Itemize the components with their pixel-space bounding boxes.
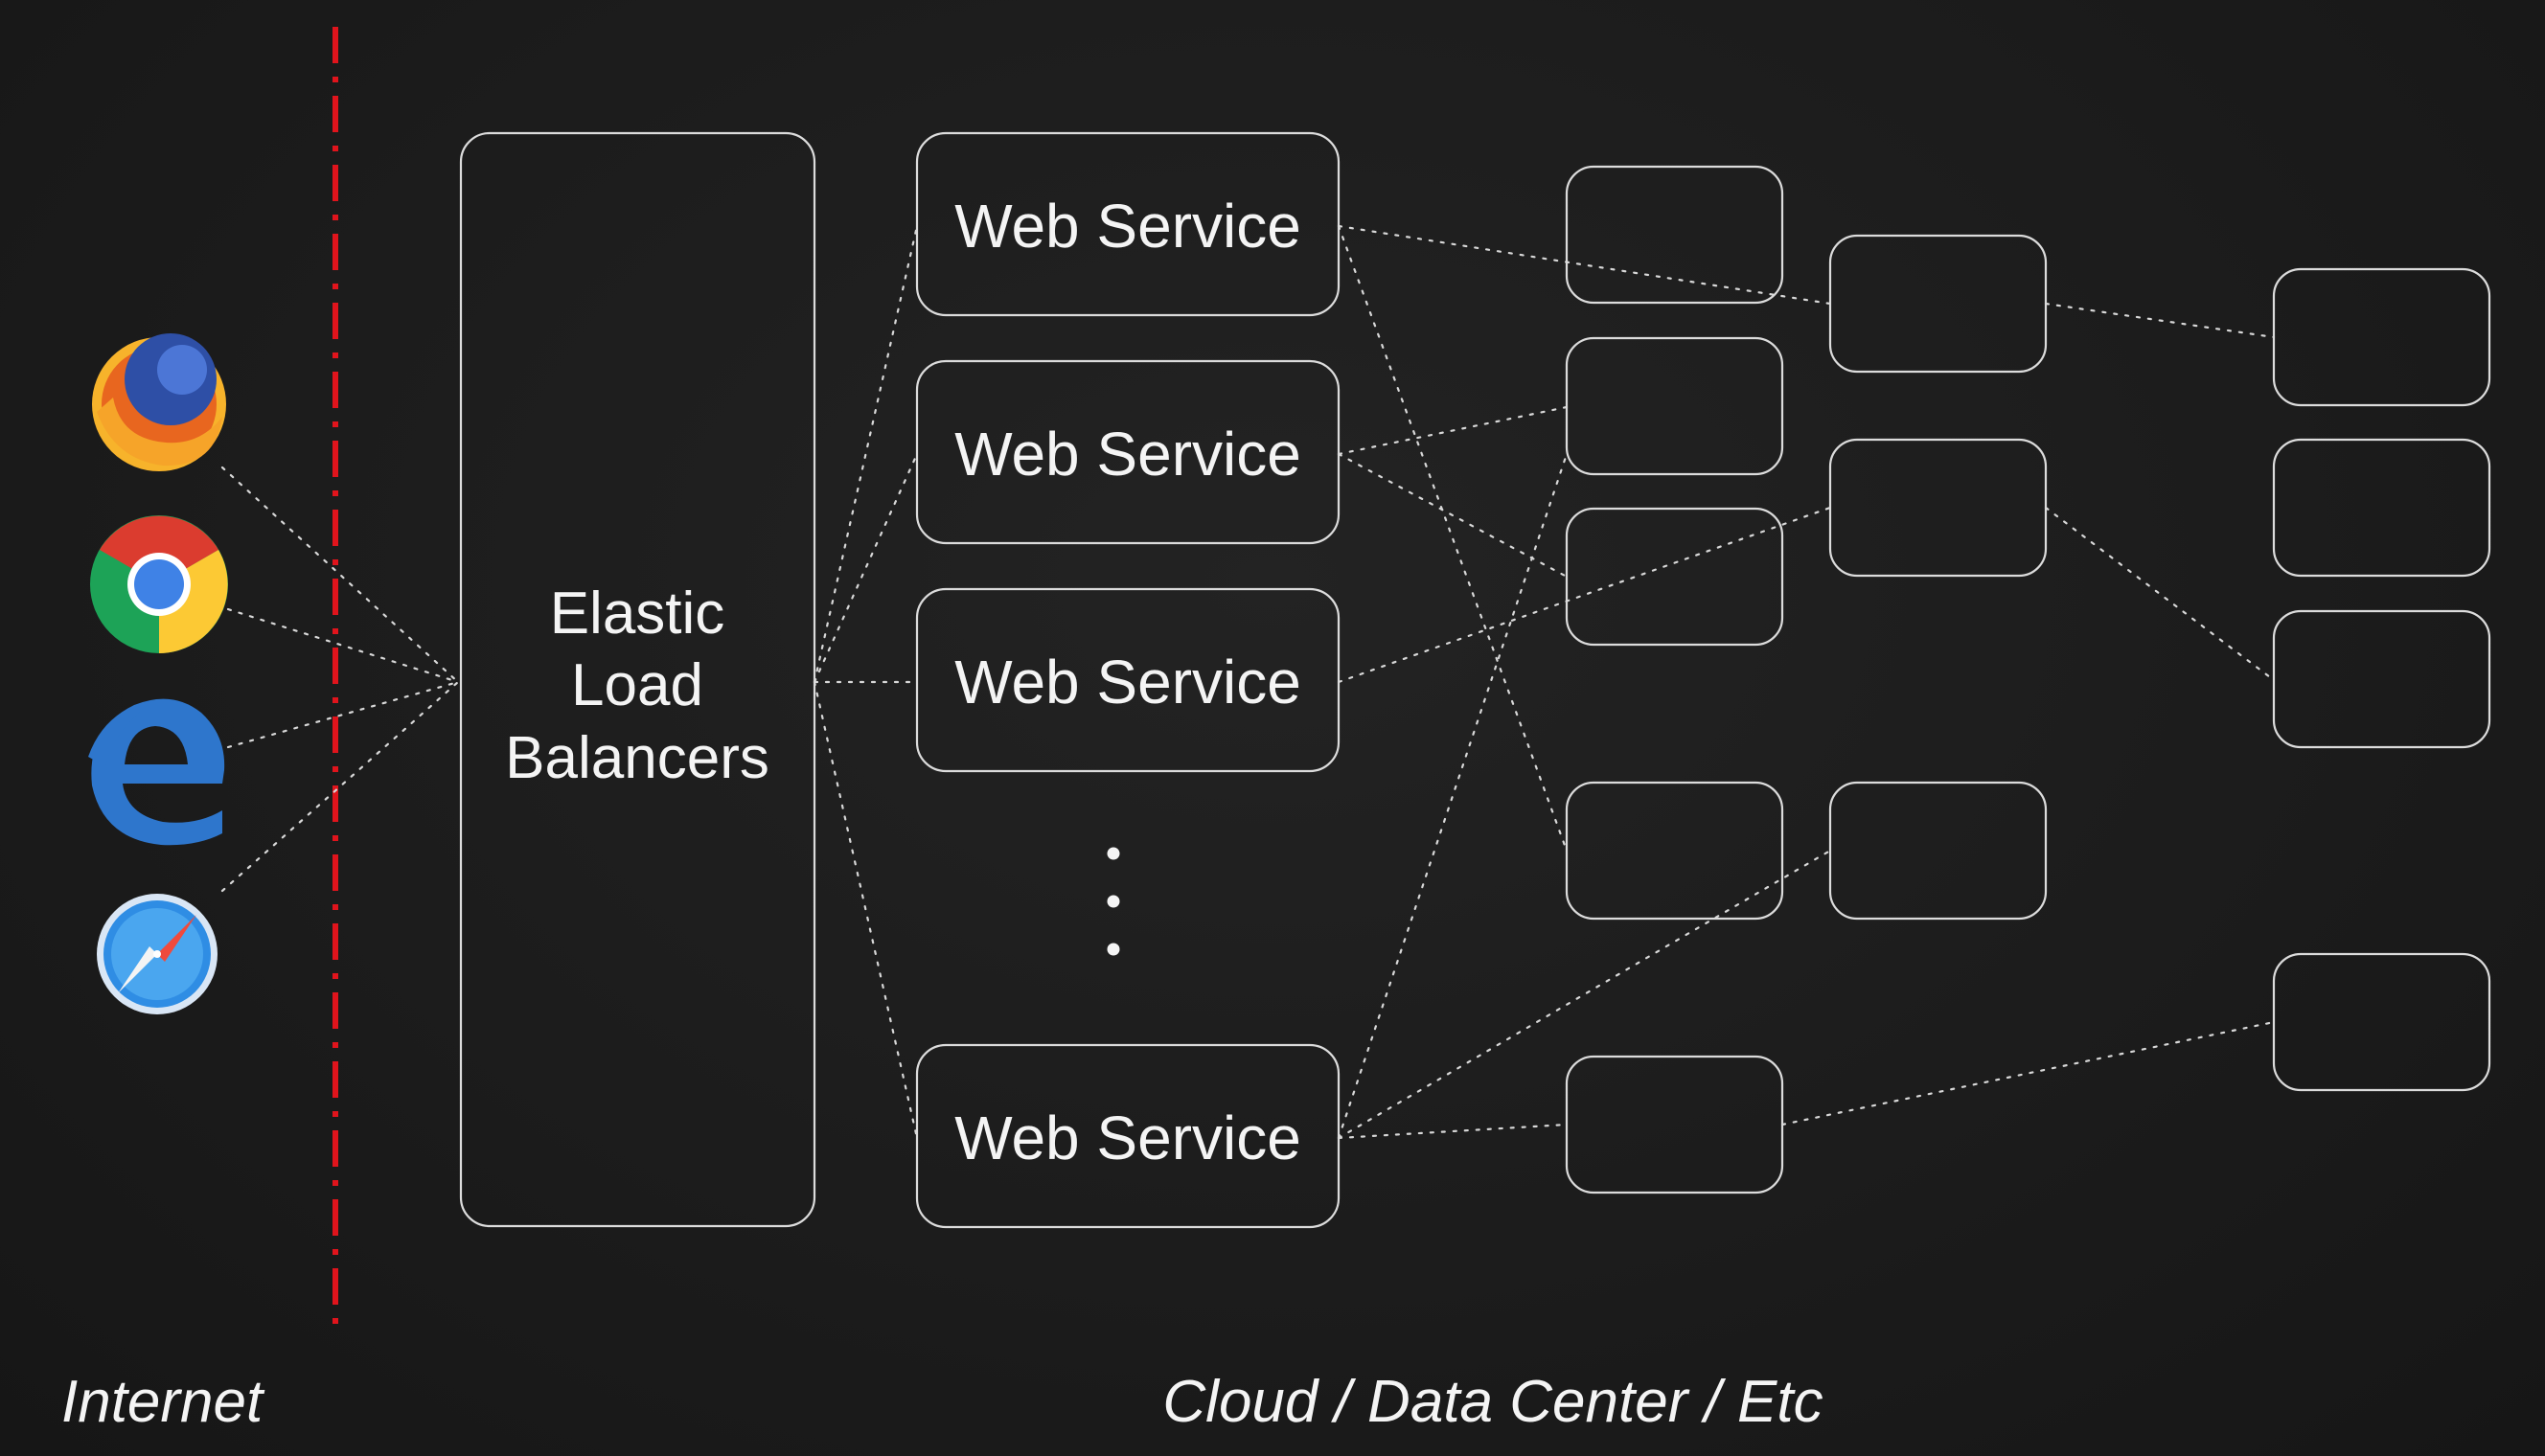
firefox-icon xyxy=(92,333,226,471)
cloud-label: Cloud / Data Center / Etc xyxy=(1162,1369,1823,1435)
backend-node xyxy=(2272,952,2491,1092)
backend-node xyxy=(2272,267,2491,407)
web-service-box xyxy=(915,1043,1341,1229)
load-balancer-label-line-2: Load xyxy=(571,652,703,718)
web-service-node: Web Service xyxy=(915,359,1341,545)
safari-icon xyxy=(97,894,218,1014)
load-balancer-box xyxy=(459,131,816,1228)
backend-node xyxy=(2272,609,2491,749)
web-service-label: Web Service xyxy=(954,648,1301,717)
internet-label: Internet xyxy=(61,1369,265,1435)
web-service-box xyxy=(915,359,1341,545)
web-service-box xyxy=(915,131,1341,317)
backend-node xyxy=(1828,438,2048,578)
backend-node xyxy=(1828,781,2048,921)
web-service-label: Web Service xyxy=(954,192,1301,261)
load-balancer-label-line-3: Balancers xyxy=(505,725,769,791)
web-service-box xyxy=(915,587,1341,773)
backend-node xyxy=(1565,507,1784,647)
service-connections xyxy=(1337,224,2276,1140)
backend-nodes xyxy=(1565,165,2491,1194)
backend-node xyxy=(1828,234,2048,374)
backend-node xyxy=(1565,781,1784,921)
ellipsis-dot xyxy=(1107,943,1120,956)
web-service-node: Web Service xyxy=(915,131,1341,317)
load-balancer-label-line-1: Elastic xyxy=(550,580,725,647)
edge-icon xyxy=(88,698,225,846)
ellipsis-dot xyxy=(1107,895,1120,908)
backend-node xyxy=(1565,1055,1784,1194)
backend-node xyxy=(2272,438,2491,578)
ellipsis xyxy=(1107,847,1120,956)
web-service-node: Web Service xyxy=(915,1043,1341,1229)
web-service-node: Web Service xyxy=(915,587,1341,773)
elastic-load-balancer: Elastic Load Balancers xyxy=(459,131,816,1228)
web-service-label: Web Service xyxy=(954,1103,1301,1172)
ellipsis-dot xyxy=(1107,847,1120,860)
backend-node xyxy=(1565,336,1784,476)
chrome-icon xyxy=(90,515,228,653)
backend-node xyxy=(1565,165,1784,305)
lb-connections xyxy=(813,224,919,1140)
browser-connections xyxy=(220,466,460,893)
web-service-label: Web Service xyxy=(954,420,1301,489)
